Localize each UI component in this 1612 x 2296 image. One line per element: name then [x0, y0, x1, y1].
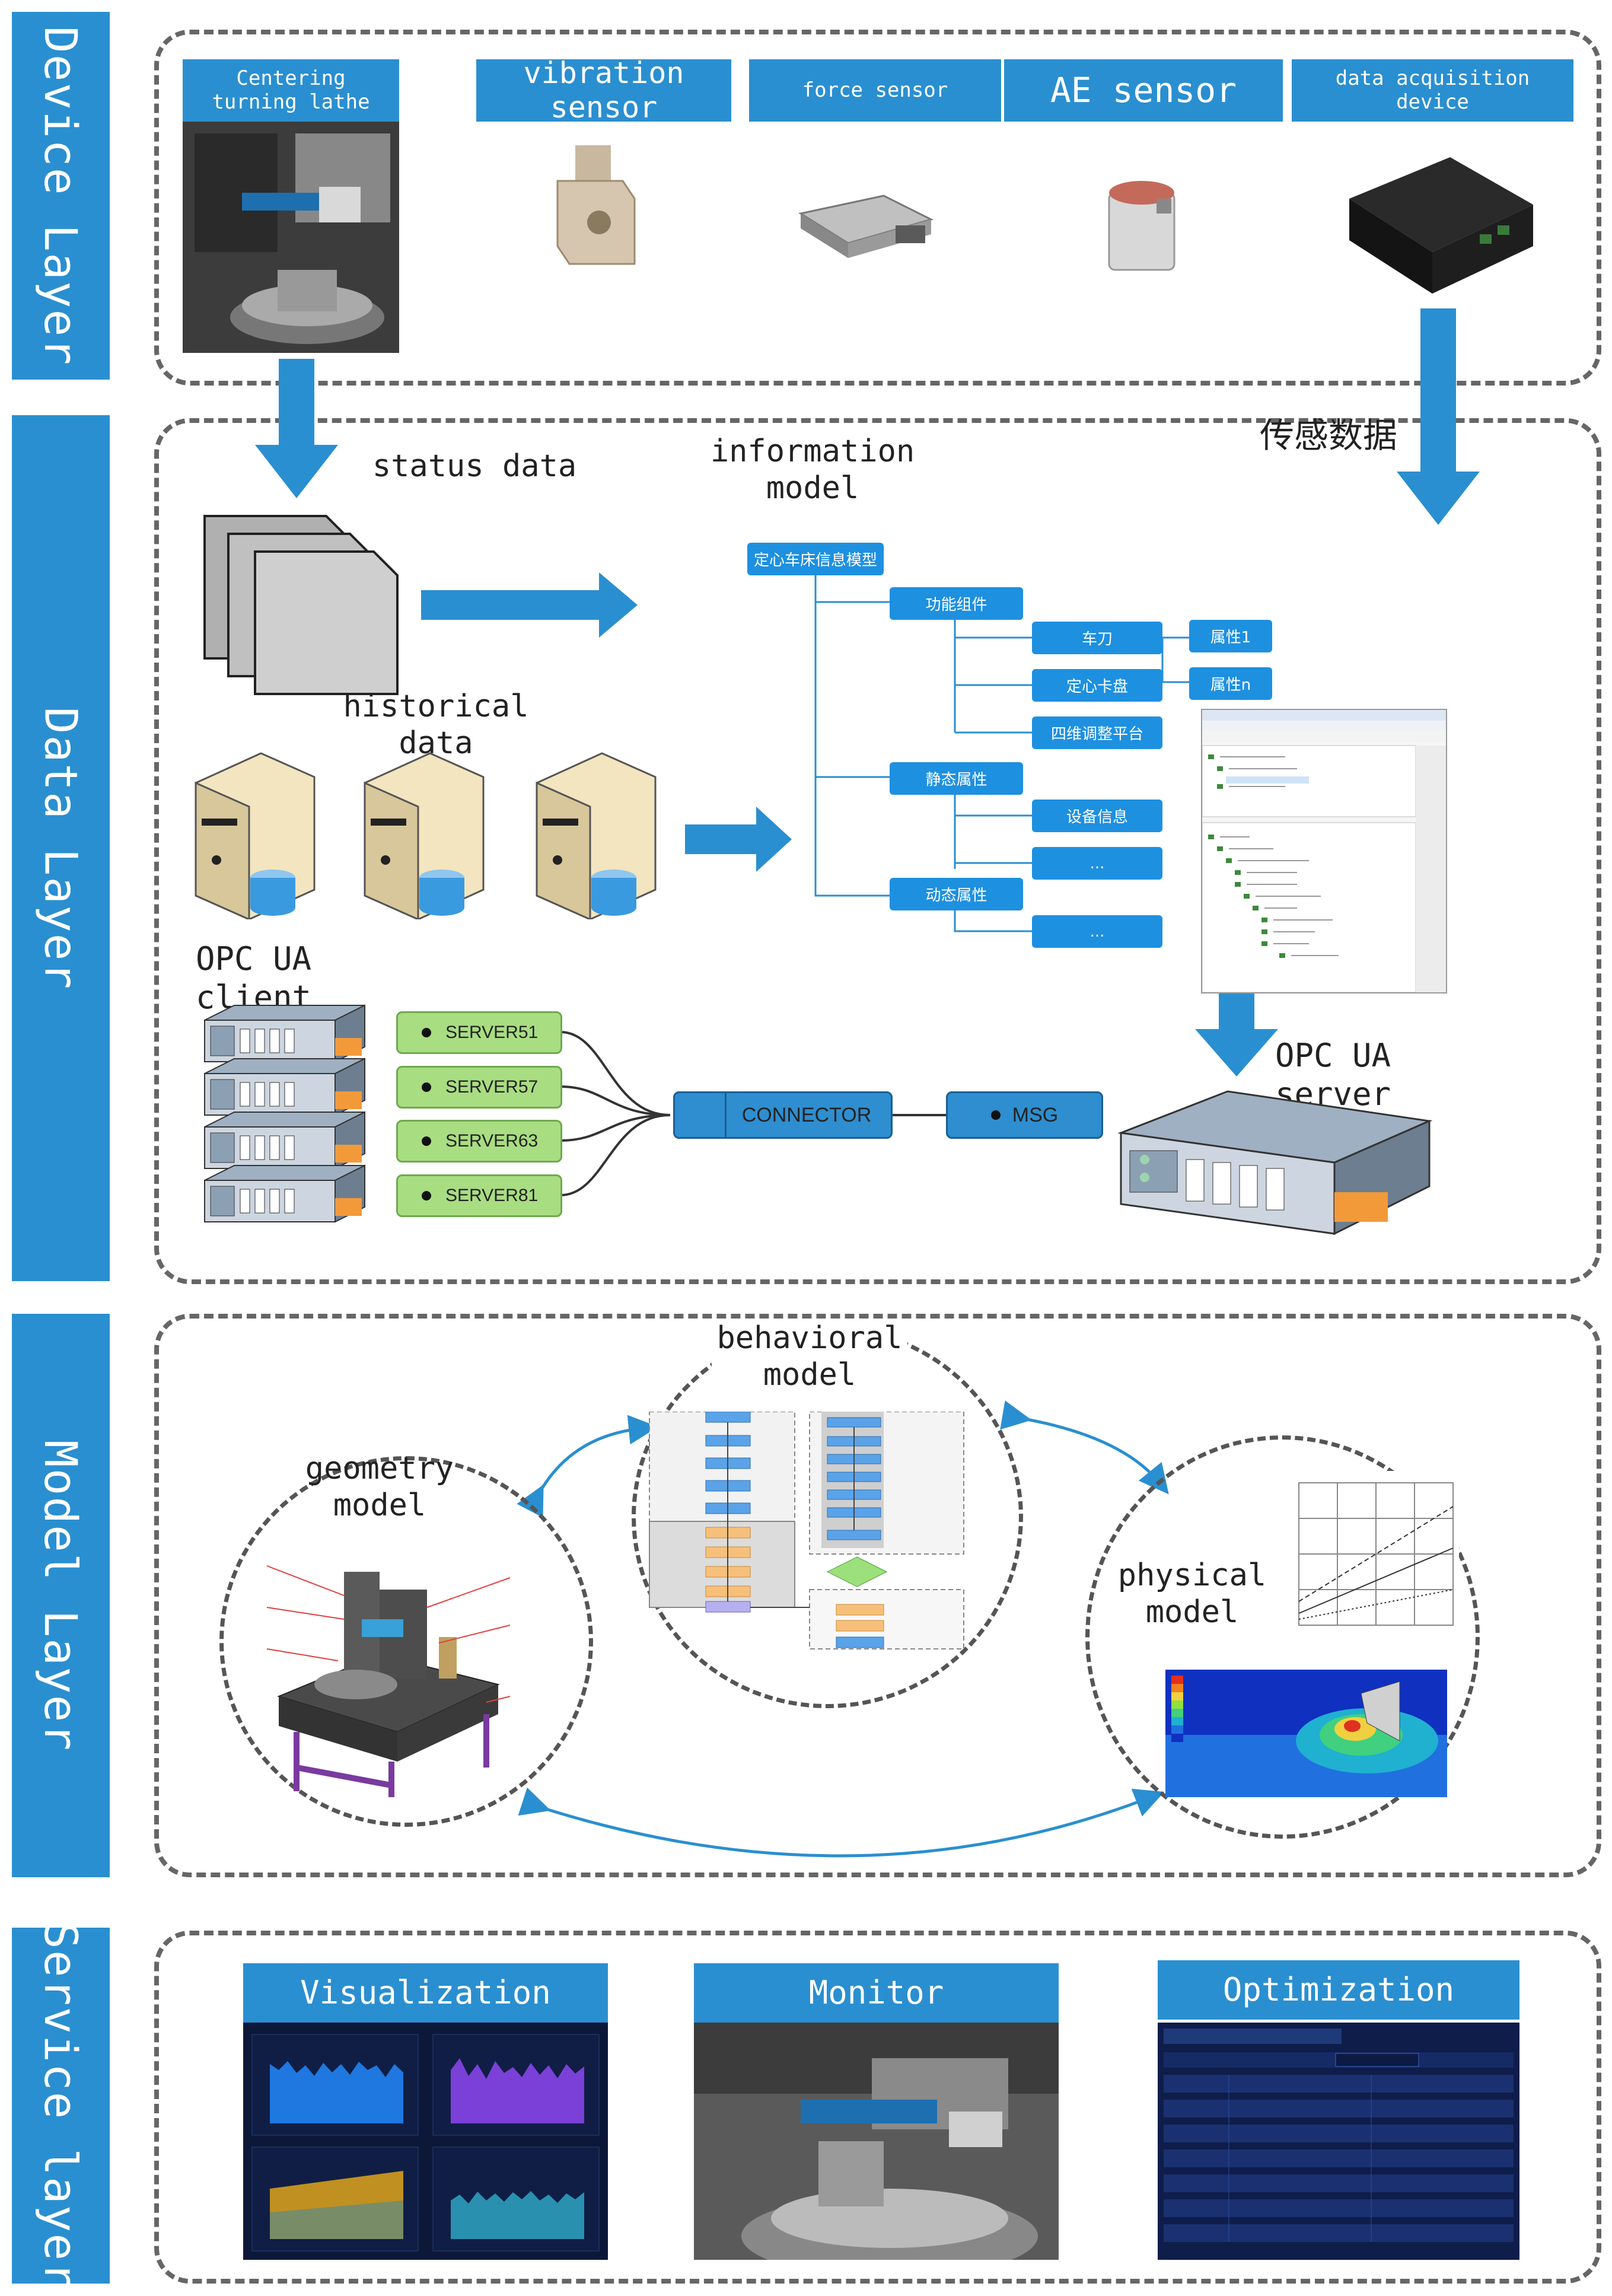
tree-static-node: 静态属性	[890, 762, 1023, 795]
historical-data-label: historical data	[343, 689, 529, 762]
physical-fea-image	[1165, 1658, 1447, 1797]
model-layer-tab: Model Layer	[12, 1314, 110, 1877]
info-model-label: information model	[710, 434, 915, 507]
daq-header: data acquisition device	[1292, 59, 1573, 122]
tree-dots-node: ...	[1032, 847, 1162, 880]
force-sensor-image	[795, 184, 937, 261]
status-data-label: status data	[372, 448, 577, 484]
service-layer-frame	[154, 1931, 1601, 2284]
geometry-model-circle	[219, 1456, 593, 1827]
msg-node: MSG	[946, 1091, 1103, 1139]
opc-client-screenshot	[1201, 709, 1447, 993]
service-layer-tab: Service layer	[12, 1922, 110, 2289]
monitor-photo	[694, 2023, 1059, 2278]
tree-dynamic-node: 动态属性	[890, 878, 1023, 910]
rack-server-icon	[199, 1109, 371, 1180]
behavioral-flowchart	[643, 1411, 1002, 1661]
model-layer-frame	[154, 1314, 1601, 1877]
optimization-table	[1158, 2023, 1519, 2260]
behavioral-model-label: behavioral model	[712, 1320, 907, 1394]
visualization-header: Visualization	[243, 1963, 608, 2023]
physical-model-label: physical model	[1117, 1558, 1267, 1631]
physical-chart-image	[1275, 1471, 1459, 1655]
geometry-model-image	[261, 1542, 516, 1803]
vibration-header: vibration sensor	[476, 56, 731, 124]
visualization-dashboard	[243, 2023, 608, 2260]
server-node: SERVER57	[396, 1066, 562, 1109]
tree-dots-node: ...	[1032, 915, 1162, 948]
ae-header: AE sensor	[1004, 59, 1283, 122]
connector-node: CONNECTOR	[673, 1091, 893, 1139]
tree-chuck-node: 定心卡盘	[1032, 669, 1162, 702]
data-layer-frame	[154, 418, 1601, 1284]
sensor-data-label: 传感数据	[1259, 415, 1397, 456]
data-layer-tab: Data Layer	[12, 415, 110, 1281]
physical-model-circle	[1085, 1435, 1480, 1839]
force-header: force sensor	[749, 59, 1001, 122]
connector-label: CONNECTOR	[741, 1103, 872, 1126]
rack-server-icon	[199, 1056, 371, 1127]
rack-server-icon	[199, 1002, 371, 1074]
ae-sensor-image	[1103, 175, 1180, 279]
opc-server-icon	[1109, 1085, 1441, 1240]
server-node: SERVER51	[396, 1011, 562, 1054]
tree-tool-node: 车刀	[1032, 622, 1162, 654]
device-layer-tab: Device Layer	[12, 12, 110, 380]
tree-attrn-node: 属性n	[1189, 667, 1272, 700]
database-server-icon	[359, 747, 489, 921]
server-node: SERVER81	[396, 1174, 562, 1217]
database-server-icon	[190, 747, 320, 921]
lathe-photo	[183, 122, 399, 353]
status-documents-icon	[202, 510, 403, 700]
msg-dot-icon	[990, 1110, 1001, 1120]
geometry-model-label: geometry model	[305, 1451, 454, 1524]
tree-attr1-node: 属性1	[1189, 620, 1272, 652]
server-node: SERVER63	[396, 1120, 562, 1163]
msg-label: MSG	[1012, 1103, 1059, 1126]
database-server-icon	[531, 747, 661, 921]
device-layer-frame	[154, 30, 1601, 386]
monitor-header: Monitor	[694, 1963, 1059, 2023]
daq-device-image	[1343, 151, 1539, 300]
vibration-sensor-image	[552, 145, 641, 276]
tree-platform-node: 四维调整平台	[1032, 716, 1162, 749]
lathe-header: Centering turning lathe	[183, 59, 399, 122]
optimization-header: Optimization	[1158, 1960, 1519, 2020]
tree-root-node: 定心车床信息模型	[747, 543, 884, 575]
tree-func-node: 功能组件	[890, 587, 1023, 620]
tree-devinfo-node: 设备信息	[1032, 800, 1162, 832]
rack-server-icon	[199, 1163, 371, 1234]
